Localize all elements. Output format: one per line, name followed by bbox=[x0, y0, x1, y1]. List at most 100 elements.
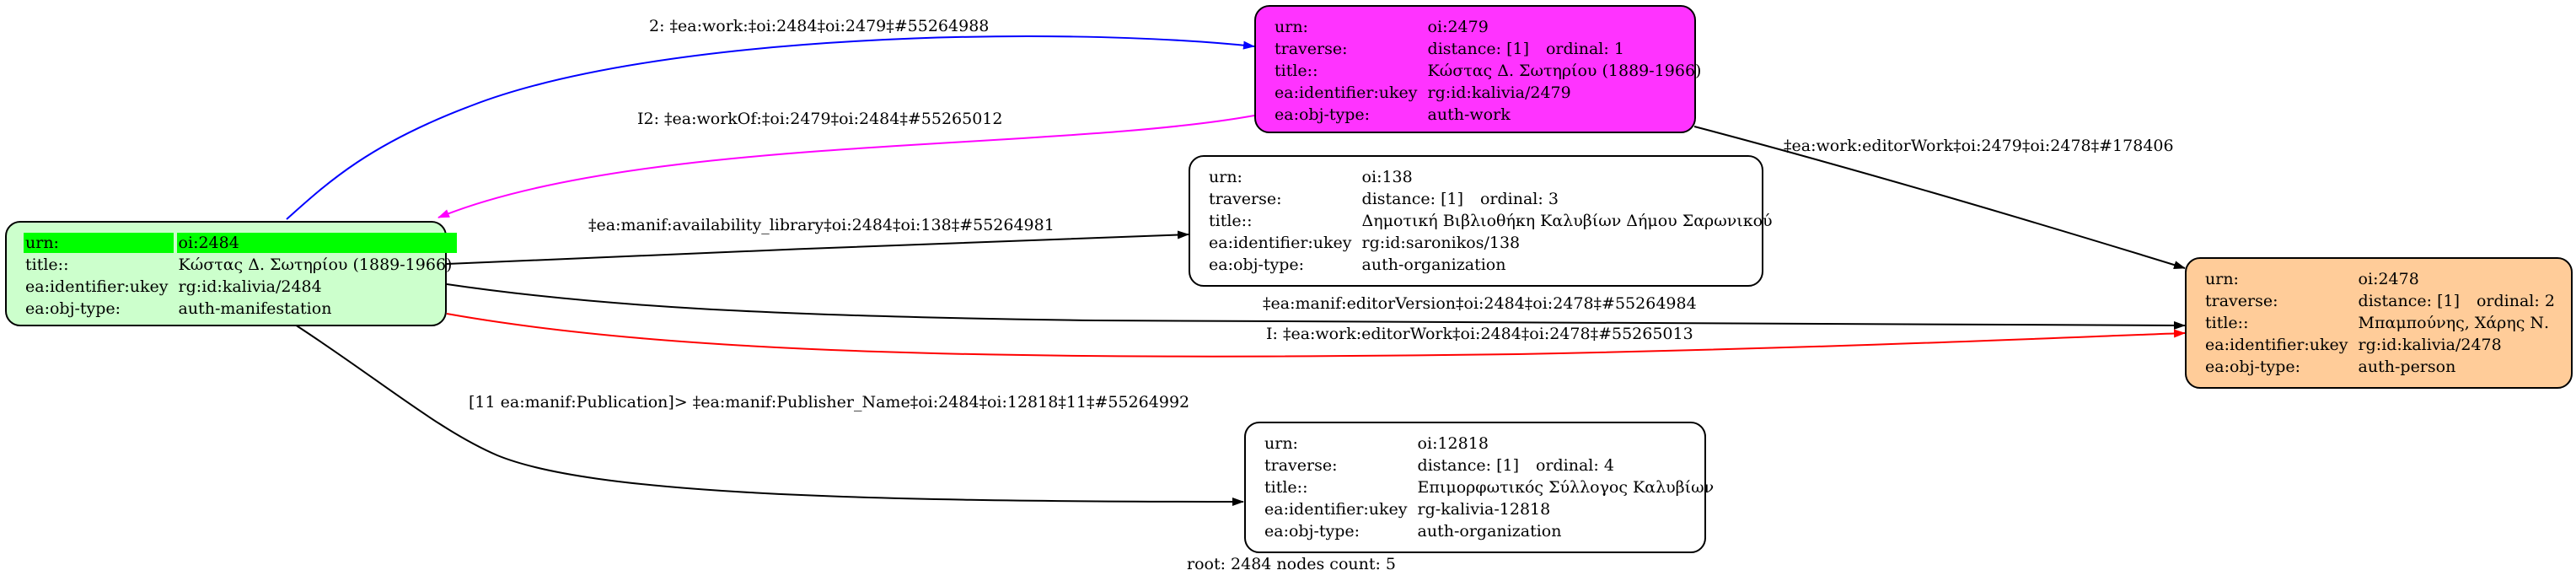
edge-label-workOf: I2: ‡ea:workOf:‡oi:2479‡oi:2484‡#5526501… bbox=[637, 110, 1003, 128]
edge-label-editorVersion: ‡ea:manif:editorVersion‡oi:2484‡oi:2478‡… bbox=[1263, 294, 1697, 313]
node-row-objtype: ea:obj-type: auth-work bbox=[1273, 105, 1706, 125]
node-row-title: title::Κώστας Δ. Σωτηρίου (1889-1966) bbox=[1273, 61, 1706, 81]
node-row-ukey: ea:identifier:ukey rg:id:kalivia/2484 bbox=[24, 277, 457, 297]
edge-label-publication: [11 ea:manif:Publication]> ‡ea:manif:Pub… bbox=[469, 393, 1190, 412]
node-row-objtype: ea:obj-type: auth-organization bbox=[1207, 255, 1778, 275]
node-row-urn: urn: oi:2478 bbox=[2203, 269, 2560, 289]
row-key: urn: bbox=[24, 233, 174, 253]
row-key: ea:obj-type: bbox=[2205, 358, 2301, 376]
edge-label-editorWork: ‡ea:work:editorWork‡oi:2479‡oi:2478‡#178… bbox=[1784, 137, 2174, 155]
row-value: rg:id:kalivia/2479 bbox=[1427, 83, 1571, 102]
row-key: ea:identifier:ukey bbox=[1275, 83, 1418, 102]
traverse-ordinal: ordinal: 2 bbox=[2476, 292, 2555, 310]
traverse-ordinal: ordinal: 1 bbox=[1545, 40, 1624, 58]
row-value: rg:id:kalivia/2478 bbox=[2358, 336, 2502, 354]
row-value: rg-kalivia-12818 bbox=[1417, 500, 1551, 519]
node-row-title: title::Δημοτική Βιβλιοθήκη Καλυβίων Δήμο… bbox=[1207, 211, 1778, 231]
row-key: ea:identifier:ukey bbox=[2205, 336, 2348, 354]
node-oi-2479[interactable]: urn: oi:2479 traverse: distance: [1] ordina… bbox=[1254, 5, 1701, 133]
row-key: traverse: bbox=[1264, 456, 1338, 475]
row-key: ea:obj-type: bbox=[25, 299, 121, 318]
row-value: distance: [1] ordinal: 4 bbox=[1416, 455, 1720, 476]
row-key: ea:identifier:ukey bbox=[25, 277, 169, 296]
node-row-objtype: ea:obj-type: auth-manifestation bbox=[24, 299, 457, 319]
node-oi-2484[interactable]: urn:oi:2484 title::Κώστας Δ. Σωτηρίου (1… bbox=[5, 221, 458, 326]
row-value: auth-person bbox=[2358, 358, 2456, 376]
row-key: title:: bbox=[1209, 212, 1253, 230]
node-row-objtype: ea:obj-type: auth-person bbox=[2203, 357, 2560, 377]
node-row-urn: urn: oi:12818 bbox=[1263, 433, 1719, 454]
row-key: title:: bbox=[1275, 62, 1318, 80]
row-value: Μπαμπούνης, Χάρης Ν. bbox=[2358, 314, 2550, 332]
edge-publication bbox=[294, 324, 1244, 506]
traverse-distance: distance: [1] bbox=[1417, 456, 1519, 475]
edge-label-availability: ‡ea:manif:availability_library‡oi:2484‡o… bbox=[588, 216, 1055, 234]
row-value: distance: [1] ordinal: 2 bbox=[2357, 291, 2560, 311]
row-key: title:: bbox=[1264, 478, 1308, 497]
traverse-distance: distance: [1] bbox=[1361, 190, 1463, 208]
node-row-ukey: ea:identifier:ukey rg-kalivia-12818 bbox=[1263, 499, 1719, 519]
row-key: ea:obj-type: bbox=[1275, 105, 1371, 124]
node-row-ukey: ea:identifier:ukey rg:id:kalivia/2479 bbox=[1273, 83, 1706, 103]
node-row-urn: urn:oi:138 bbox=[1207, 167, 1778, 187]
row-value: Δημοτική Βιβλιοθήκη Καλυβίων Δήμου Σαρων… bbox=[1361, 212, 1773, 230]
row-value: oi:12818 bbox=[1417, 434, 1489, 453]
row-key: traverse: bbox=[1275, 40, 1348, 58]
row-key: traverse: bbox=[1209, 190, 1282, 208]
row-value: distance: [1] ordinal: 3 bbox=[1360, 189, 1778, 209]
traverse-distance: distance: [1] bbox=[1427, 40, 1529, 58]
node-row-title: title::Κώστας Δ. Σωτηρίου (1889-1966) bbox=[24, 255, 457, 275]
node-row-urn: urn:oi:2484 bbox=[24, 233, 458, 253]
node-row-traverse: traverse: distance: [1] ordinal: 3 bbox=[1207, 189, 1778, 209]
node-row-ukey: ea:identifier:ukey rg:id:saronikos/138 bbox=[1207, 233, 1778, 253]
edge-label-editorWorkI: I: ‡ea:work:editorWork‡oi:2484‡oi:2478‡#… bbox=[1266, 325, 1693, 343]
row-value: Κώστας Δ. Σωτηρίου (1889-1966) bbox=[178, 256, 453, 274]
edge-editorWork bbox=[1693, 126, 2186, 269]
node-row-traverse: traverse: distance: [1] ordinal: 1 bbox=[1273, 39, 1706, 59]
row-value: Κώστας Δ. Σωτηρίου (1889-1966) bbox=[1427, 62, 1702, 80]
row-value: oi:2478 bbox=[2358, 270, 2419, 288]
row-value: auth-work bbox=[1427, 105, 1511, 124]
edge-editorVersion bbox=[446, 283, 2186, 330]
row-key: title:: bbox=[25, 256, 69, 274]
row-key: urn: bbox=[1264, 434, 1298, 453]
edge-work bbox=[286, 35, 1255, 220]
traverse-ordinal: ordinal: 4 bbox=[1535, 456, 1614, 475]
edge-label-work: 2: ‡ea:work:‡oi:2484‡oi:2479‡#55264988 bbox=[649, 17, 990, 35]
node-row-urn: urn: oi:2479 bbox=[1273, 17, 1706, 37]
row-value: rg:id:kalivia/2484 bbox=[178, 277, 322, 296]
edge-editorWorkI bbox=[446, 313, 2186, 358]
row-value: auth-organization bbox=[1361, 256, 1506, 274]
row-key: title:: bbox=[2205, 314, 2249, 332]
node-row-title: title::Επιμορφωτικός Σύλλογος Καλυβίων bbox=[1263, 477, 1719, 498]
row-key: traverse: bbox=[2205, 292, 2278, 310]
node-row-traverse: traverse: distance: [1] ordinal: 2 bbox=[2203, 291, 2560, 311]
row-key: urn: bbox=[2205, 270, 2239, 288]
edge-workOf bbox=[437, 115, 1255, 218]
node-row-objtype: ea:obj-type: auth-organization bbox=[1263, 521, 1719, 541]
traverse-distance: distance: [1] bbox=[2358, 292, 2460, 310]
node-row-traverse: traverse: distance: [1] ordinal: 4 bbox=[1263, 455, 1719, 476]
node-row-ukey: ea:identifier:ukey rg:id:kalivia/2478 bbox=[2203, 335, 2560, 355]
row-value: oi:2484 bbox=[176, 233, 458, 253]
row-value: oi:2479 bbox=[1427, 18, 1489, 36]
row-value: distance: [1] ordinal: 1 bbox=[1426, 39, 1707, 59]
row-key: urn: bbox=[1209, 168, 1242, 186]
row-value: Επιμορφωτικός Σύλλογος Καλυβίων bbox=[1417, 478, 1715, 497]
row-key: ea:obj-type: bbox=[1209, 256, 1305, 274]
row-value: auth-manifestation bbox=[178, 299, 332, 318]
node-oi-12818[interactable]: urn: oi:12818 traverse: distance: [1] ordin… bbox=[1244, 422, 1714, 553]
row-value: rg:id:saronikos/138 bbox=[1361, 234, 1521, 252]
row-key: ea:identifier:ukey bbox=[1264, 500, 1408, 519]
node-row-title: title::Μπαμπούνης, Χάρης Ν. bbox=[2203, 313, 2560, 333]
traverse-ordinal: ordinal: 3 bbox=[1479, 190, 1559, 208]
node-oi-2478[interactable]: urn: oi:2478 traverse: distance: [1] ordina… bbox=[2185, 257, 2573, 389]
edge-availability bbox=[446, 230, 1189, 265]
row-key: ea:identifier:ukey bbox=[1209, 234, 1352, 252]
row-key: ea:obj-type: bbox=[1264, 522, 1360, 541]
graph-footer: root: 2484 nodes count: 5 bbox=[1187, 555, 1397, 573]
row-key: urn: bbox=[1275, 18, 1308, 36]
node-oi-138[interactable]: urn:oi:138 traverse:distance: [1]ordinal… bbox=[1189, 155, 1773, 287]
row-value: auth-organization bbox=[1417, 522, 1562, 541]
